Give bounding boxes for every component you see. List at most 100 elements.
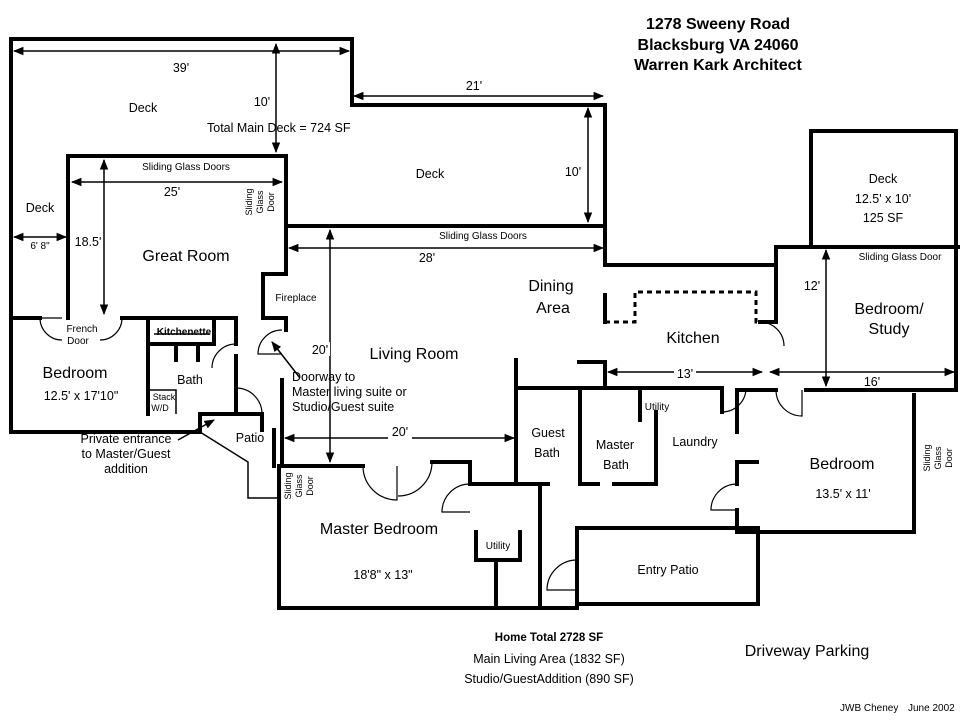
study-door-swing <box>775 389 803 417</box>
bedroom-study-label-1: Bedroom/ <box>854 301 924 318</box>
dim-20v: 20' <box>312 343 328 357</box>
guest-bath-label-1: Guest <box>531 426 565 440</box>
master-bedroom-wall <box>277 460 542 610</box>
private-entrance-note-2: to Master/Guest <box>82 447 171 461</box>
sgd-label-east-bedroom: Sliding Glass Door <box>922 444 954 471</box>
deck-center-label: Deck <box>416 167 445 181</box>
bedroom-study-label-2: Study <box>869 321 910 338</box>
bedroom-study-wall <box>758 245 958 392</box>
door-swings <box>39 317 803 591</box>
dim-12: 12' <box>804 279 820 293</box>
main-living-area: Main Living Area (1832 SF) <box>473 652 624 666</box>
entry-door-swing <box>546 559 578 591</box>
east-bedroom-wall <box>735 388 916 534</box>
french-door-swing-right <box>99 317 123 341</box>
master-bath-label-1: Master <box>596 438 634 452</box>
patio-outline <box>199 431 279 499</box>
bath-label: Bath <box>177 373 203 387</box>
address-line: 1278 Sweeny Road <box>646 16 790 33</box>
studio-guest-area: Studio/GuestAddition (890 SF) <box>464 672 634 686</box>
master-bedroom-label: Master Bedroom <box>320 521 438 538</box>
deck-east-wall <box>809 129 958 249</box>
sgd-great-line-3: Door <box>266 192 276 212</box>
stack-label-1: Stack <box>153 392 176 402</box>
thin-lines <box>148 333 279 499</box>
kitchen-counter-wall <box>514 358 724 414</box>
dim-16: 16' <box>864 375 880 389</box>
doorway-pointer-arrow <box>271 341 301 379</box>
stack-closet <box>148 389 177 414</box>
kitchenette-wall <box>146 320 216 346</box>
patio-label: Patio <box>236 431 265 445</box>
sgd-master-line-2: Glass <box>294 474 304 498</box>
notes: Doorway to Master living suite or Studio… <box>80 370 406 476</box>
private-entrance-note-1: Private entrance <box>80 432 171 446</box>
doorway-note-1: Doorway to <box>292 370 355 384</box>
dining-label-2: Area <box>536 300 570 317</box>
patio-door-swing <box>235 387 263 415</box>
sgd-master-line-3: Door <box>305 476 315 496</box>
dining-label-1: Dining <box>528 278 573 295</box>
sgd-east-line-2: Glass <box>933 446 943 470</box>
guest-bath-label-2: Bath <box>534 446 560 460</box>
kitchen-label: Kitchen <box>666 330 719 347</box>
sliding-living-top-label: Sliding Glass Doors <box>439 231 527 242</box>
deck-east-size: 12.5' x 10' <box>855 192 911 206</box>
dim-6-8: 6' 8" <box>30 241 50 252</box>
dim-39: 39' <box>173 61 189 75</box>
deck-main-label: Deck <box>129 101 158 115</box>
dim-10a: 10' <box>254 95 270 109</box>
living-room-label: Living Room <box>370 346 459 363</box>
home-total: Home Total 2728 SF <box>495 632 603 644</box>
master-bedroom-south-wall <box>277 526 760 610</box>
utility-closet-wall <box>474 530 522 606</box>
header: 1278 Sweeny Road Blacksburg VA 24060 War… <box>634 16 802 74</box>
west-bedroom-label: Bedroom <box>43 365 108 382</box>
entry-patio-label: Entry Patio <box>637 563 698 577</box>
door-labels: French Door Sliding Glass Doors Sliding … <box>66 162 954 500</box>
east-bedroom-door-swing <box>710 483 738 511</box>
area-totals: Home Total 2728 SF Main Living Area (183… <box>464 632 634 686</box>
walls <box>9 37 960 610</box>
credit-author: JWB Cheney <box>840 703 898 714</box>
kitchen-counter-dashed <box>605 290 768 324</box>
french-door-swing-left <box>39 317 63 341</box>
deck-outline-wall <box>9 37 607 320</box>
dim-20h: 20' <box>392 425 408 439</box>
utility-upper-label: Utility <box>645 402 669 413</box>
sgd-great-line-1: Sliding <box>244 188 254 215</box>
utility-lower-label: Utility <box>486 541 510 552</box>
private-entrance-pointer-arrow <box>177 419 215 441</box>
sgd-great-line-2: Glass <box>255 190 265 214</box>
dim-18-5: 18.5' <box>75 235 102 249</box>
doorway-swing <box>257 329 283 355</box>
master-bath-wall <box>612 386 658 486</box>
driveway-parking-label: Driveway Parking <box>745 643 869 660</box>
bath-door-swing <box>211 343 237 369</box>
deck-east-area: 125 SF <box>863 211 904 225</box>
room-labels: Deck Deck Deck Deck 12.5' x 10' 125 SF T… <box>26 101 924 582</box>
dim-25: 25' <box>164 185 180 199</box>
closet-door-swing <box>441 483 471 513</box>
dim-28: 28' <box>419 251 435 265</box>
laundry-label: Laundry <box>672 435 718 449</box>
west-bedroom-wall <box>9 316 238 434</box>
french-door-label-2: Door <box>67 336 89 347</box>
dim-10b: 10' <box>565 165 581 179</box>
sgd-label-master: Sliding Glass Door <box>283 472 315 499</box>
deck-total-label: Total Main Deck = 724 SF <box>207 121 351 135</box>
doorway-note-3: Studio/Guest suite <box>292 400 394 414</box>
master-bedroom-size: 18'8" x 13" <box>353 568 412 582</box>
master-bedroom-french-door-right <box>397 461 433 497</box>
dim-13: 13' <box>677 367 693 381</box>
stack-label-2: W/D <box>151 403 169 413</box>
credit-date: June 2002 <box>908 703 955 714</box>
east-bedroom-size: 13.5' x 11' <box>815 487 870 501</box>
architect-line: Warren Kark Architect <box>634 57 802 74</box>
french-door-label-1: French <box>66 324 97 335</box>
doorway-note-2: Master living suite or <box>292 385 407 399</box>
west-bedroom-size: 12.5' x 17'10" <box>44 389 119 403</box>
sliding-study-label: Sliding Glass Door <box>859 252 942 263</box>
private-entrance-note-3: addition <box>104 462 148 476</box>
